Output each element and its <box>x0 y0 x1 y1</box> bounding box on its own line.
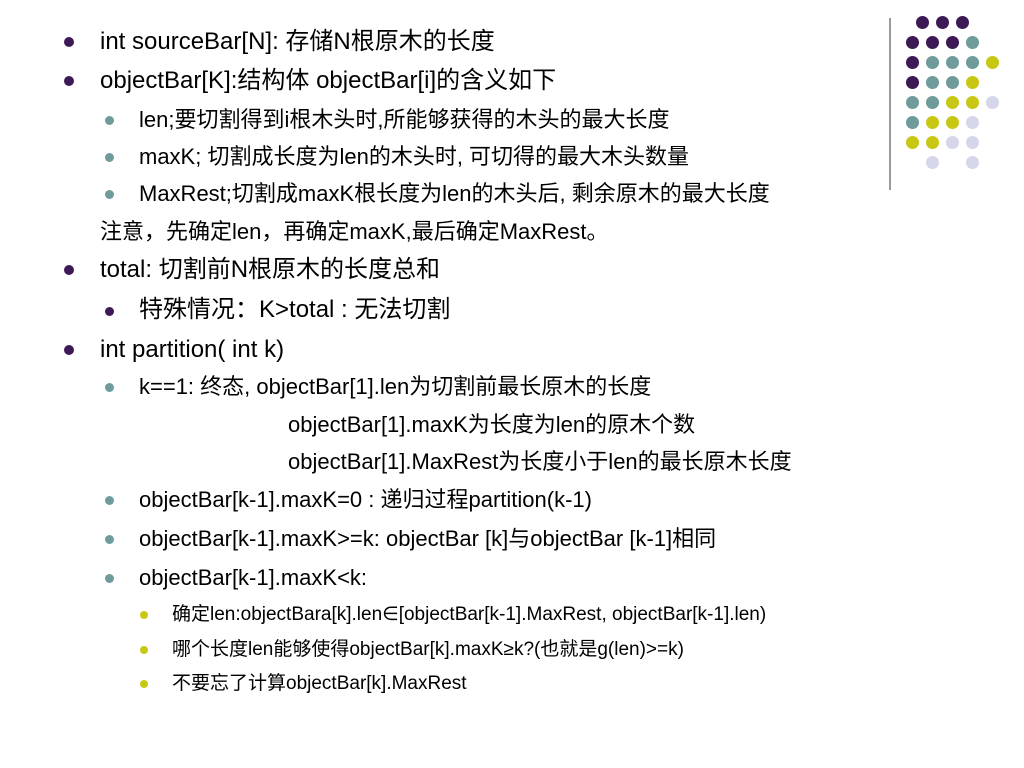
bullet-text: objectBar[k-1].maxK<k: <box>139 565 368 590</box>
bullet-level2 <box>105 574 114 583</box>
bullet-level1 <box>64 345 74 355</box>
bullet-level2 <box>105 496 114 505</box>
decorative-dot <box>946 56 959 69</box>
decorative-dot <box>966 36 979 49</box>
decorative-dot <box>956 16 969 29</box>
decorative-dot <box>936 16 949 29</box>
bullet-level2 <box>105 116 114 125</box>
decorative-dot <box>926 136 939 149</box>
decorative-dot <box>926 156 939 169</box>
bullet-level1 <box>64 265 74 275</box>
bullet-text: 哪个长度len能够使得objectBar[k].maxK≥k?(也就是g(len… <box>172 639 684 660</box>
bullet-level2 <box>105 535 114 544</box>
decorative-dot <box>906 116 919 129</box>
decorative-dot <box>926 76 939 89</box>
decorative-dot <box>906 76 919 89</box>
bullet-text: int sourceBar[N]: 存储N根原木的长度 <box>100 28 495 55</box>
decorative-dot <box>906 36 919 49</box>
bullet-text: 确定len:objectBara[k].len∈[objectBar[k-1].… <box>172 604 767 625</box>
decorative-dot <box>986 96 999 109</box>
decorative-dot <box>946 36 959 49</box>
bullet-level2 <box>105 190 114 199</box>
bullet-text: total: 切割前N根原木的长度总和 <box>100 256 441 283</box>
bullet-text: objectBar[k-1].maxK=0 : 递归过程partition(k-… <box>139 487 592 512</box>
bullet-text: len;要切割得到i根木头时,所能够获得的木头的最大长度 <box>139 107 670 132</box>
decorative-dot <box>966 76 979 89</box>
decorative-dot <box>986 56 999 69</box>
bullet-level1 <box>64 76 74 86</box>
decorative-divider-line <box>889 18 891 190</box>
bullet-text: 特殊情况：K>total : 无法切割 <box>139 296 451 323</box>
continuation-text: objectBar[1].MaxRest为长度小于len的最长原木长度 <box>288 449 792 474</box>
decorative-dot <box>946 136 959 149</box>
bullet-text: 不要忘了计算objectBar[k].MaxRest <box>172 673 467 694</box>
decorative-dot <box>966 136 979 149</box>
decorative-dot <box>966 96 979 109</box>
decorative-dot <box>946 76 959 89</box>
decorative-dot <box>946 96 959 109</box>
bullet-text: maxK; 切割成长度为len的木头时, 可切得的最大木头数量 <box>139 144 690 169</box>
decorative-dot <box>926 96 939 109</box>
continuation-text: objectBar[1].maxK为长度为len的原木个数 <box>288 412 696 437</box>
bullet-text: k==1: 终态, objectBar[1].len为切割前最长原木的长度 <box>139 374 652 399</box>
decorative-dot <box>966 56 979 69</box>
bullet-text: MaxRest;切割成maxK根长度为len的木头后, 剩余原木的最大长度 <box>139 181 770 206</box>
bullet-level1 <box>64 37 74 47</box>
bullet-text: int partition( int k) <box>100 336 285 363</box>
bullet-level3 <box>140 680 148 688</box>
bullet-level3 <box>140 611 148 619</box>
bullet-level2 <box>105 153 114 162</box>
bullet-level2 <box>105 307 114 316</box>
decorative-dot <box>916 16 929 29</box>
decorative-dot <box>926 36 939 49</box>
decorative-dot <box>926 116 939 129</box>
bullet-text: objectBar[k-1].maxK>=k: objectBar [k]与ob… <box>139 526 717 551</box>
bullet-level3 <box>140 646 148 654</box>
decorative-dot <box>906 96 919 109</box>
bullet-level2 <box>105 383 114 392</box>
decorative-dot <box>906 136 919 149</box>
decorative-dot <box>906 56 919 69</box>
bullet-text: objectBar[K]:结构体 objectBar[i]的含义如下 <box>100 67 557 94</box>
decorative-dot <box>926 56 939 69</box>
decorative-dot <box>946 116 959 129</box>
decorative-dot <box>966 116 979 129</box>
note-text: 注意，先确定len，再确定maxK,最后确定MaxRest。 <box>100 219 609 244</box>
decorative-dot <box>966 156 979 169</box>
decorative-dot-grid <box>906 10 1006 170</box>
